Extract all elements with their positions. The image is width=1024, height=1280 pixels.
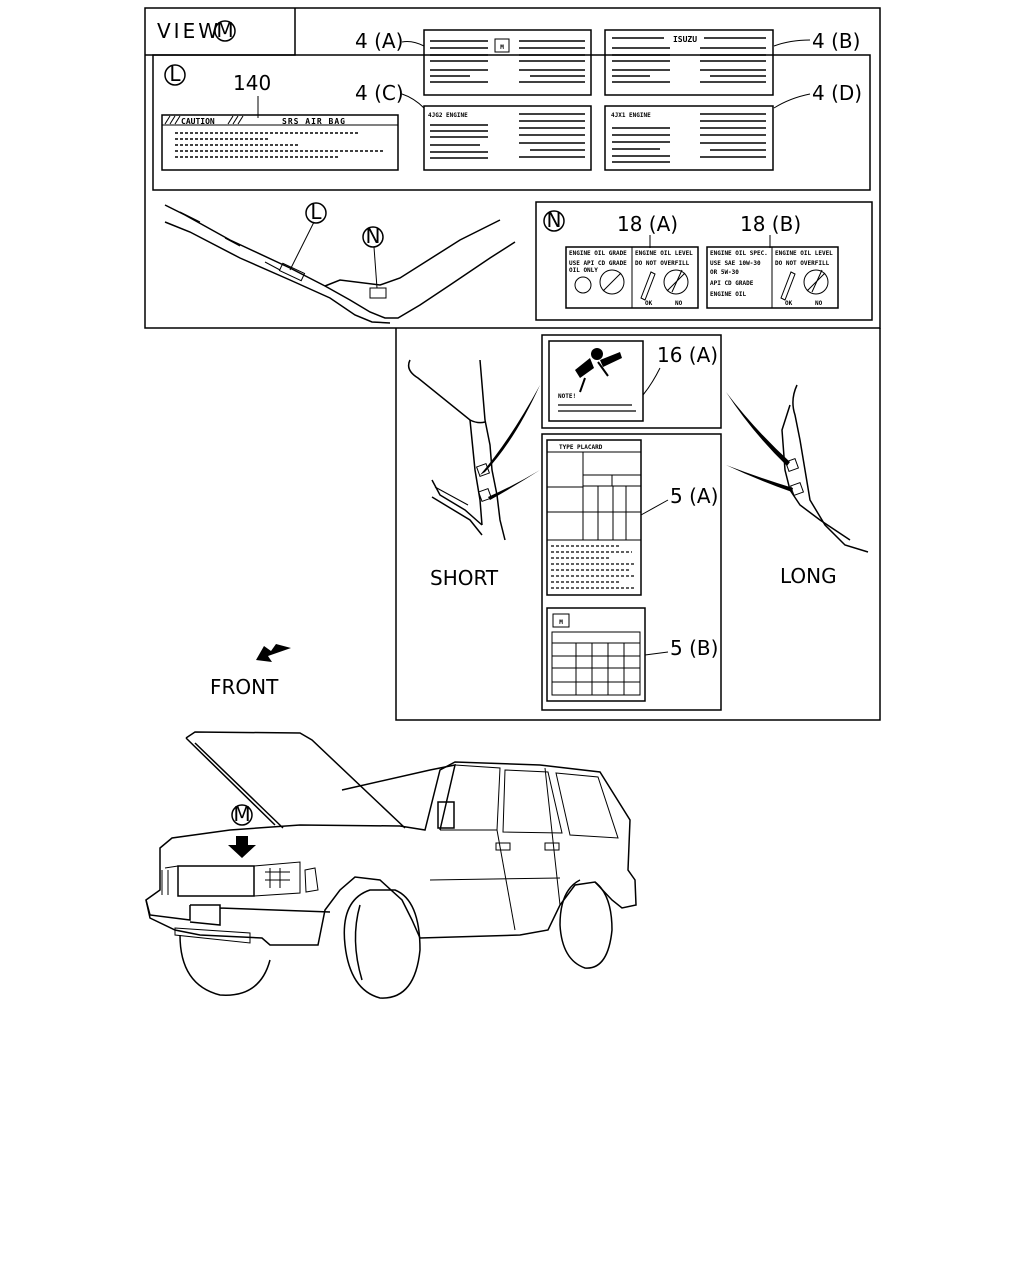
svg-text:M: M bbox=[500, 44, 504, 51]
18b-h1: ENGINE OIL SPEC. bbox=[710, 250, 768, 257]
18b-h2: ENGINE OIL LEVEL bbox=[775, 250, 833, 257]
loc-circle-n: N bbox=[366, 224, 381, 248]
4c-heading: 4JG2 ENGINE bbox=[428, 112, 468, 119]
18b-l3: API CD GRADE bbox=[710, 280, 754, 287]
callout-4d: 4 (D) bbox=[812, 81, 862, 105]
detail-l-circle: L bbox=[169, 62, 181, 86]
label-4a: 4 (A) M bbox=[355, 29, 592, 96]
4d-heading: 4JX1 ENGINE bbox=[611, 112, 651, 119]
short-label: SHORT bbox=[430, 566, 499, 590]
type-placard-text: TYPE PLACARD bbox=[559, 444, 603, 451]
18b-l5: DO NOT OVERFILL bbox=[775, 260, 830, 267]
srs-airbag-text: SRS AIR BAG bbox=[282, 117, 346, 126]
callout-16a: 16 (A) bbox=[657, 343, 718, 367]
label-4d: 4 (D) 4JX1 ENGINE bbox=[604, 81, 862, 171]
18b-l2: OR 5W-30 bbox=[710, 269, 739, 276]
front-indicator: FRONT bbox=[210, 644, 291, 699]
hood-location-sketch: L N bbox=[164, 200, 516, 324]
18a-l2: OIL ONLY bbox=[569, 267, 598, 274]
18a-ok: OK bbox=[645, 300, 653, 307]
l-label-text-lines bbox=[175, 132, 385, 158]
long-label: LONG bbox=[780, 564, 837, 588]
svg-text:M: M bbox=[559, 619, 563, 626]
callout-18b: 18 (B) bbox=[740, 212, 801, 236]
detail-n: N 18 (A) 18 (B) ENGINE OIL GRADE ENGINE … bbox=[535, 201, 873, 321]
18a-l1: USE API CD GRADE bbox=[569, 260, 627, 267]
callout-5b: 5 (B) bbox=[670, 636, 718, 660]
short-pillar: SHORT bbox=[407, 359, 540, 590]
callout-18a: 18 (A) bbox=[617, 212, 678, 236]
callout-4b: 4 (B) bbox=[812, 29, 860, 53]
view-title: VIEW bbox=[157, 19, 221, 43]
long-pillar: LONG bbox=[726, 384, 869, 588]
front-label: FRONT bbox=[210, 675, 279, 699]
18a-h2: ENGINE OIL LEVEL bbox=[635, 250, 693, 257]
label-4b: 4 (B) ISUZU bbox=[604, 29, 860, 96]
label-4c: 4 (C) 4JG2 ENGINE bbox=[355, 81, 592, 171]
note-text: NOTE! bbox=[558, 393, 576, 400]
18b-no: NO bbox=[815, 300, 823, 307]
18a-h1: ENGINE OIL GRADE bbox=[569, 250, 627, 257]
vehicle-circle-m: M bbox=[233, 802, 250, 826]
isuzu-brand-text: ISUZU bbox=[673, 35, 697, 44]
view-m-panel: VIEW M bbox=[144, 7, 881, 329]
part-number-140: 140 bbox=[233, 71, 271, 95]
detail-n-circle: N bbox=[547, 208, 562, 232]
detail-l: L 140 CAUTION SRS AIR BAG bbox=[161, 62, 399, 171]
18a-no: NO bbox=[675, 300, 683, 307]
door-panel: NOTE! 16 (A) TYPE PLACARD bbox=[395, 328, 881, 721]
18b-l1: USE SAE 10W-30 bbox=[710, 260, 761, 267]
view-circle-m: M bbox=[216, 18, 233, 42]
vehicle-illustration: M bbox=[145, 731, 637, 999]
18b-l4: ENGINE OIL bbox=[710, 291, 747, 298]
callout-4a: 4 (A) bbox=[355, 29, 403, 53]
caution-text: CAUTION bbox=[181, 117, 215, 126]
callout-5a: 5 (A) bbox=[670, 484, 718, 508]
caution-hatch bbox=[164, 115, 244, 125]
loc-circle-l: L bbox=[310, 200, 322, 224]
18b-ok: OK bbox=[785, 300, 793, 307]
callout-4c: 4 (C) bbox=[355, 81, 404, 105]
18a-l3: DO NOT OVERFILL bbox=[635, 260, 690, 267]
